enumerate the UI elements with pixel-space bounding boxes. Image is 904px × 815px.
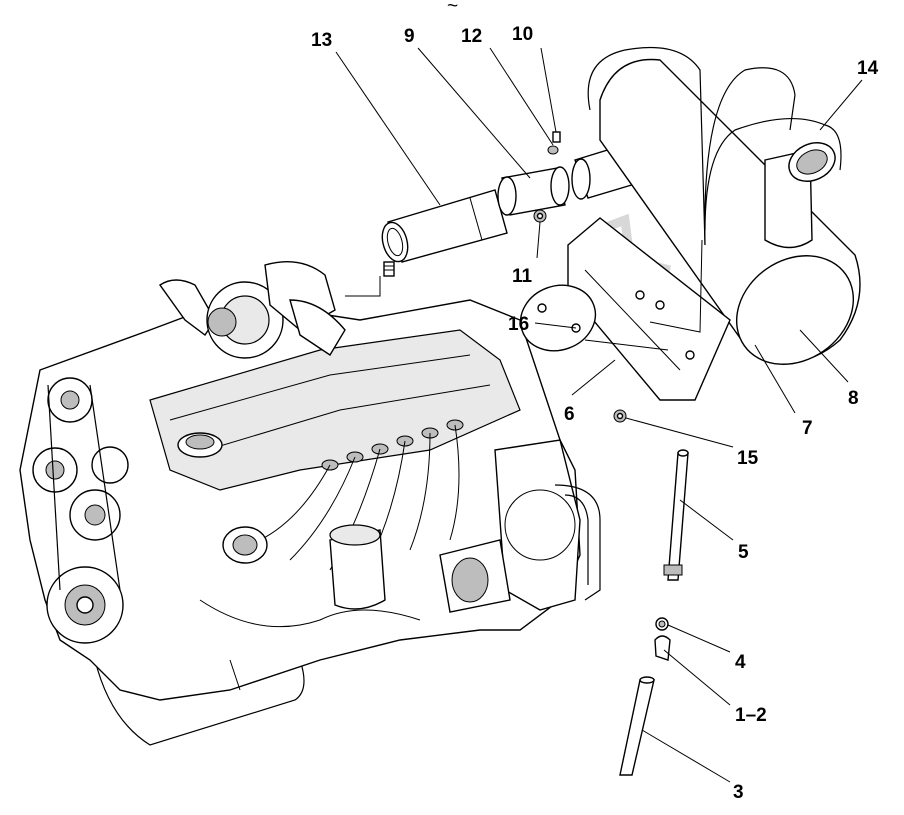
part-16-flange <box>519 284 597 352</box>
callout-4: 4 <box>735 652 746 673</box>
leader-lines <box>335 47 863 783</box>
part-3-tube <box>619 676 655 776</box>
part-13-exhaust-pipe <box>381 189 508 263</box>
injectors <box>259 419 464 571</box>
part-7-bracket <box>567 217 731 401</box>
part-5-tube <box>663 449 689 581</box>
part-4-nut <box>655 617 669 631</box>
turbocharger <box>159 260 346 359</box>
part-1-2-clamp <box>654 635 671 661</box>
callout-8: 8 <box>848 388 859 409</box>
callout-3: 3 <box>733 782 744 803</box>
part-14-straps <box>587 46 842 246</box>
callout-labels: 13 9 12 10 14 11 16 8 6 7 15 5 4 1–2 3 <box>311 24 879 803</box>
part-8-muffler <box>599 58 861 365</box>
callout-11: 11 <box>512 266 533 287</box>
callout-7: 7 <box>802 418 813 439</box>
bolt-under-part-13 <box>383 261 395 277</box>
part-11-nut <box>533 209 547 223</box>
callout-16: 16 <box>508 314 529 335</box>
callout-6: 6 <box>564 404 575 425</box>
callout-9: 9 <box>404 26 415 47</box>
callout-12: 12 <box>461 26 482 47</box>
callout-14: 14 <box>857 58 879 79</box>
part-12-washer <box>547 145 559 155</box>
callout-15: 15 <box>737 448 759 469</box>
callout-5: 5 <box>738 542 749 563</box>
top-mark: ~ <box>447 0 458 17</box>
callout-13: 13 <box>311 30 332 51</box>
part-10-screw <box>552 131 561 143</box>
callout-1-2: 1–2 <box>735 705 767 726</box>
callout-10: 10 <box>512 24 533 45</box>
part-15-nut <box>613 409 627 423</box>
engine-block <box>19 299 601 746</box>
part-9-clamp-sleeve <box>497 166 570 216</box>
